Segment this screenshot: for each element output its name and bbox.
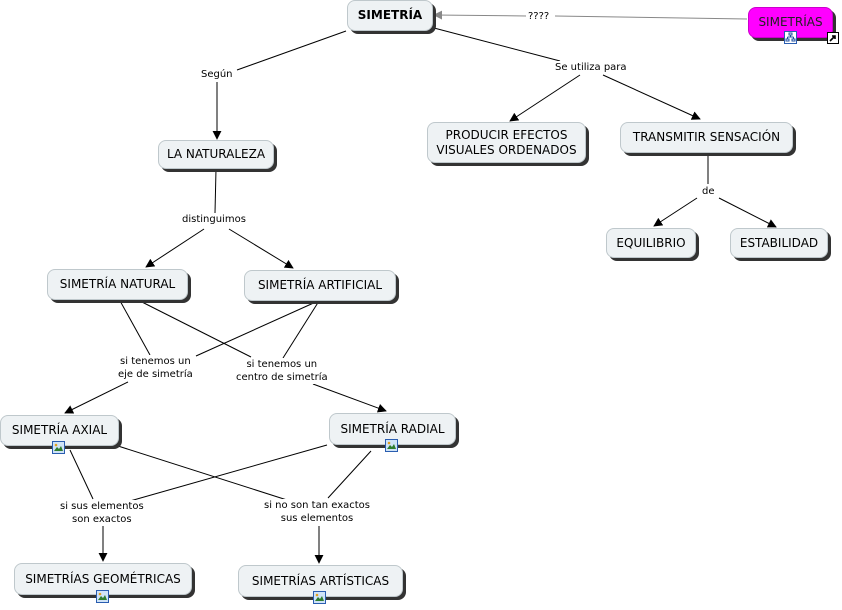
link-label-exactos-line1: si sus elementos (60, 501, 144, 512)
image-icon[interactable] (52, 441, 65, 454)
concept-simetrias-artisticas[interactable]: SIMETRÍAS ARTÍSTICAS (238, 565, 403, 597)
line-simetrias-unknown (554, 15, 748, 20)
line-natural-centro (135, 298, 252, 358)
line-seutiliza-producir (509, 74, 581, 122)
shortcut-arrow-icon[interactable] (827, 32, 839, 44)
concept-simetria-natural[interactable]: SIMETRÍA NATURAL (47, 269, 188, 300)
link-label-noexactos: si no son tan exactos sus elementos (262, 499, 372, 525)
link-label-distinguimos: distinguimos (180, 213, 248, 226)
concept-simetria[interactable]: SIMETRÍA (347, 0, 433, 31)
image-icon[interactable] (385, 439, 398, 452)
concept-producir-line1: PRODUCIR EFECTOS (445, 127, 568, 142)
line-axial-exactos (69, 449, 94, 500)
link-label-centro: si tenemos un centro de simetría (234, 358, 330, 384)
concept-la-naturaleza[interactable]: LA NATURALEZA (158, 140, 274, 169)
link-label-noexactos-line1: si no son tan exactos (264, 500, 370, 511)
line-radial-exactos (129, 444, 328, 502)
line-simetria-segun (236, 30, 347, 71)
concept-estabilidad[interactable]: ESTABILIDAD (730, 228, 828, 258)
line-distinguimos-artificial (228, 228, 294, 269)
link-label-segun: Según (199, 68, 235, 81)
line-unknown-simetria (433, 10, 528, 20)
line-distinguimos-natural (145, 228, 205, 268)
link-label-se-utiliza: Se utiliza para (553, 61, 629, 74)
link-label-eje: si tenemos un eje de simetría (116, 355, 195, 381)
link-label-unknown: ???? (526, 10, 552, 23)
link-label-eje-line2: eje de simetría (118, 369, 193, 380)
concept-producir-line2: VISUALES ORDENADOS (436, 142, 577, 157)
image-icon[interactable] (313, 591, 326, 604)
link-label-de: de (700, 185, 717, 198)
line-radial-noexactos (327, 450, 372, 499)
concept-map-link-icon[interactable] (784, 31, 797, 44)
concept-simetria-axial[interactable]: SIMETRÍA AXIAL (0, 415, 119, 446)
line-eje-axial (64, 381, 129, 414)
concept-producir-efectos[interactable]: PRODUCIR EFECTOS VISUALES ORDENADOS (427, 122, 586, 163)
line-simetria-seutiliza (433, 27, 561, 62)
line-axial-noexactos (117, 445, 288, 501)
line-de-estabilidad (718, 197, 777, 228)
link-label-centro-line1: si tenemos un (246, 359, 318, 370)
link-label-exactos-line2: son exactos (72, 514, 132, 525)
link-label-centro-line2: centro de simetría (236, 372, 328, 383)
image-icon[interactable] (96, 590, 109, 603)
line-seutiliza-transmitir (602, 74, 701, 120)
line-naturaleza-distinguimos (214, 168, 217, 214)
line-artificial-eje (195, 300, 319, 357)
link-label-eje-line1: si tenemos un (120, 356, 191, 367)
line-centro-radial (312, 383, 387, 413)
link-label-noexactos-line2: sus elementos (280, 513, 354, 524)
line-natural-eje (118, 298, 151, 356)
concept-equilibrio[interactable]: EQUILIBRIO (606, 228, 696, 258)
link-label-exactos: si sus elementos son exactos (58, 500, 146, 526)
line-de-equilibrio (653, 197, 698, 227)
line-artificial-centro (282, 300, 320, 359)
concept-transmitir-sensacion[interactable]: TRANSMITIR SENSACIÓN (620, 122, 793, 153)
concept-simetria-artificial[interactable]: SIMETRÍA ARTIFICIAL (244, 270, 396, 301)
